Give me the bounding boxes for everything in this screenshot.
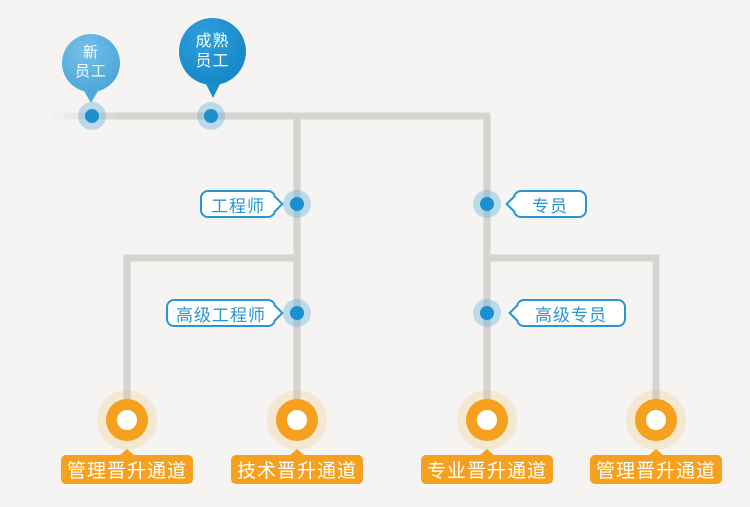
- channel-ring-professional: [466, 399, 508, 441]
- management-left-branch-connector: [123, 254, 300, 402]
- role-label-text: 高级专员: [535, 305, 607, 325]
- new-employee-dot: [85, 109, 99, 123]
- channel-ring-management-right: [635, 399, 677, 441]
- new-employee-balloon: 新 员工: [62, 34, 120, 103]
- mature-employee-dot: [204, 109, 218, 123]
- engineer-dot: [290, 197, 304, 211]
- channel-label-management-right: 管理晋升通道: [590, 449, 722, 484]
- mature-employee-balloon: 成熟 员工: [179, 18, 246, 98]
- channel-label-text: 专业晋升通道: [426, 461, 547, 482]
- role-label-senior-engineer: 高级工程师: [166, 299, 284, 327]
- new-employee-label-line2: 员工: [74, 63, 107, 80]
- role-label-text: 高级工程师: [176, 305, 266, 325]
- new-employee-label-line1: 新: [82, 44, 99, 62]
- channel-label-text: 管理晋升通道: [66, 461, 187, 482]
- channel-label-professional: 专业晋升通道: [421, 449, 553, 484]
- senior-specialist-dot: [480, 306, 494, 320]
- balloon-tail-icon: [205, 84, 220, 98]
- role-label-text: 专员: [532, 196, 568, 216]
- senior-engineer-dot: [290, 306, 304, 320]
- role-label-engineer: 工程师: [200, 190, 284, 218]
- specialist-dot: [480, 197, 494, 211]
- channel-label-technical: 技术晋升通道: [231, 449, 363, 484]
- channel-label-text: 技术晋升通道: [236, 461, 357, 482]
- role-label-senior-specialist: 高级专员: [508, 299, 626, 327]
- mature-employee-label-line2: 员工: [195, 52, 230, 70]
- channel-tail-icon: [119, 449, 135, 456]
- channel-ring-technical: [276, 399, 318, 441]
- role-label-text: 工程师: [211, 196, 265, 216]
- channel-tail-icon: [289, 449, 305, 456]
- channel-ring-management-left: [106, 399, 148, 441]
- role-label-specialist: 专员: [505, 190, 587, 218]
- mature-employee-label-line1: 成熟: [195, 32, 230, 50]
- balloon-tail-icon: [84, 91, 98, 103]
- channel-label-text: 管理晋升通道: [595, 461, 716, 482]
- channel-tail-icon: [479, 449, 495, 456]
- management-right-branch-connector: [484, 254, 660, 402]
- channel-tail-icon: [648, 449, 664, 456]
- channel-label-management-left: 管理晋升通道: [61, 449, 193, 484]
